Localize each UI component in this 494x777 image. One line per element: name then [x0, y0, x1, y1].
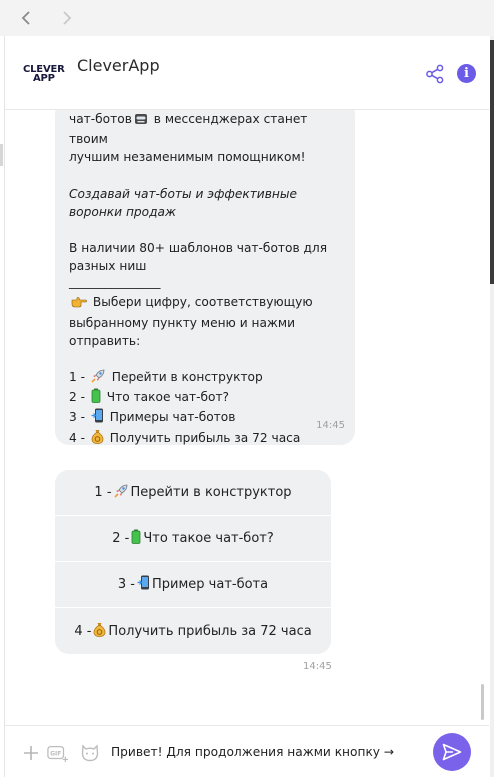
menu-line-4: 4 - Получить прибыль за 72 часа — [69, 429, 341, 449]
battery-emoji-icon — [131, 529, 141, 548]
message-templates: В наличии 80+ шаблонов чат-ботов для раз… — [69, 241, 328, 274]
keyboard-button-constructor[interactable]: 1 - Перейти в конструктор — [55, 470, 331, 516]
menu-text: Получить прибыль за 72 часа — [105, 430, 301, 445]
frame-edge-marker — [0, 144, 3, 166]
message-prompt: Выбери цифру, соответствующую выбранному… — [69, 293, 341, 350]
keyboard-button-profit[interactable]: 4 - Получить прибыль за 72 часа — [55, 608, 331, 654]
message-text: Выбери цифру, соответствующую выбранному… — [69, 295, 313, 348]
keyboard-button-chatbot-example[interactable]: 3 - Пример чат-бота — [55, 562, 331, 608]
menu-line-2: 2 - Что такое чат-бот? — [69, 388, 341, 408]
window-scrollbar-thumb[interactable] — [490, 40, 494, 284]
keyboard-timestamp: 14:45 — [303, 661, 332, 672]
menu-text: Что такое чат-бот? — [102, 390, 230, 405]
battery-emoji-icon — [91, 388, 101, 408]
bot-message-bubble: чат-ботов в мессенджерах станет твоим лу… — [55, 110, 355, 445]
info-icon[interactable]: i — [457, 64, 476, 83]
button-number: 1 - — [94, 485, 112, 500]
message-separator: _______________ — [69, 275, 161, 290]
menu-number: 4 - — [69, 430, 89, 445]
logo-line-2: APP — [33, 73, 55, 84]
button-label: Перейти в конструктор — [130, 485, 292, 500]
chat-header: CLEVER APP CleverApp i — [5, 37, 489, 110]
button-number: 2 - — [112, 531, 130, 546]
app-name: CleverApp — [77, 56, 160, 75]
money-bag-emoji-icon — [93, 622, 106, 641]
sticker-icon[interactable] — [79, 742, 101, 764]
menu-number: 3 - — [69, 410, 89, 425]
chevron-left-icon[interactable] — [16, 8, 36, 28]
chat-scrollbar-thumb[interactable] — [481, 684, 484, 720]
rocket-emoji-icon — [91, 369, 106, 388]
menu-line-3: 3 - Примеры чат-ботов — [69, 408, 341, 428]
button-label: Пример чат-бота — [152, 577, 269, 592]
menu-text: Перейти в конструктор — [107, 370, 263, 385]
robot-emoji-icon — [134, 112, 148, 130]
rocket-emoji-icon — [113, 484, 129, 502]
window-scrollbar-track[interactable] — [490, 36, 494, 777]
message-line: лучшим незаменимым помощником! — [69, 150, 306, 165]
menu-text: Примеры чат-ботов — [105, 410, 236, 425]
share-icon[interactable] — [425, 64, 445, 84]
message-input[interactable] — [111, 738, 429, 766]
button-number: 4 - — [74, 623, 92, 639]
inline-keyboard: 1 - Перейти в конструктор 2 - Что такое … — [55, 470, 331, 654]
message-italic: Создавай чат-боты и эффективные воронки … — [69, 186, 297, 219]
keyboard-button-what-is-chatbot[interactable]: 2 - Что такое чат-бот? — [55, 516, 331, 562]
button-number: 3 - — [117, 577, 135, 592]
message-text: в мессенджерах станет твоим — [69, 112, 308, 147]
send-icon[interactable] — [433, 733, 471, 771]
gif-icon[interactable]: GIF — [47, 742, 69, 764]
message-list[interactable]: чат-ботов в мессенджерах станет твоим лу… — [5, 110, 485, 724]
browser-toolbar — [0, 0, 494, 36]
message-text: чат-ботов — [69, 112, 132, 126]
app-logo: CLEVER APP — [23, 65, 65, 85]
money-bag-emoji-icon — [91, 429, 104, 449]
message-composer: GIF — [5, 725, 489, 777]
menu-number: 1 - — [69, 370, 89, 385]
menu-line-1: 1 - Перейти в конструктор — [69, 368, 341, 388]
pointing-hand-emoji-icon — [71, 295, 87, 313]
gif-label: GIF — [50, 750, 61, 757]
message-timestamp: 14:45 — [316, 419, 345, 431]
menu-number: 2 - — [69, 390, 89, 405]
plus-icon[interactable] — [20, 742, 42, 764]
message-line: чат-ботов в мессенджерах станет твоим — [69, 110, 341, 148]
chevron-right-icon[interactable] — [57, 8, 77, 28]
mobile-phone-emoji-icon — [91, 408, 104, 428]
logo-line-1: CLEVER — [23, 64, 65, 75]
button-label: Получить прибыль за 72 часа — [108, 623, 312, 639]
mobile-phone-emoji-icon — [137, 575, 150, 594]
button-label: Что такое чат-бот? — [143, 531, 274, 546]
